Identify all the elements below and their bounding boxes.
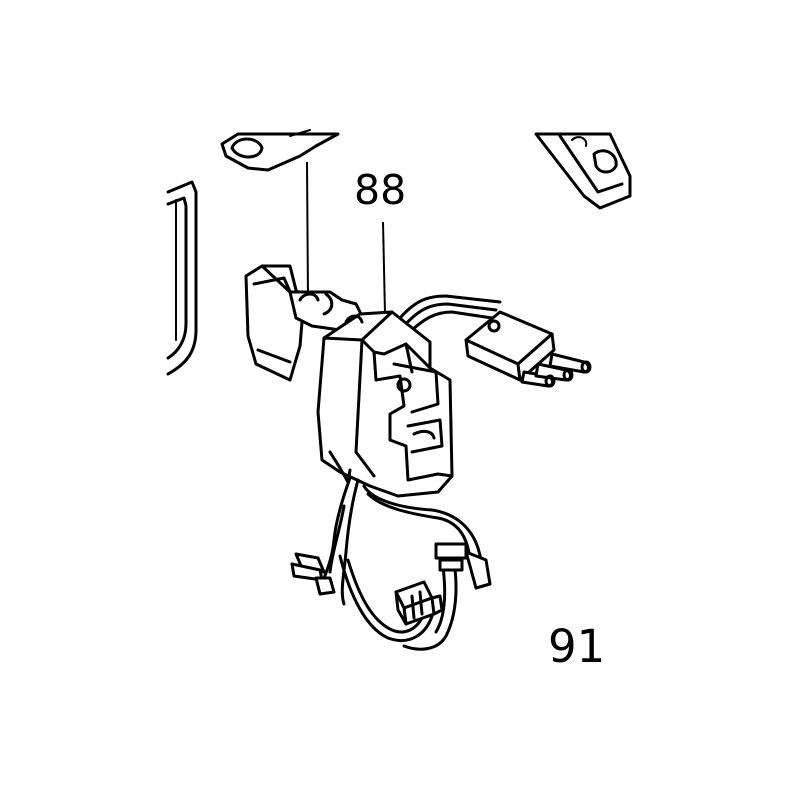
partial-housing-left — [166, 180, 198, 376]
lead-wire-assembly — [290, 476, 492, 651]
switch-body — [244, 264, 592, 498]
partial-housing-top-right — [534, 132, 632, 210]
part-number-91: 91 — [548, 620, 606, 673]
partial-housing-top-left — [220, 129, 340, 172]
leader-line-trigger — [306, 161, 309, 301]
leader-line-88 — [382, 221, 386, 315]
part-number-88: 88 — [354, 166, 407, 214]
